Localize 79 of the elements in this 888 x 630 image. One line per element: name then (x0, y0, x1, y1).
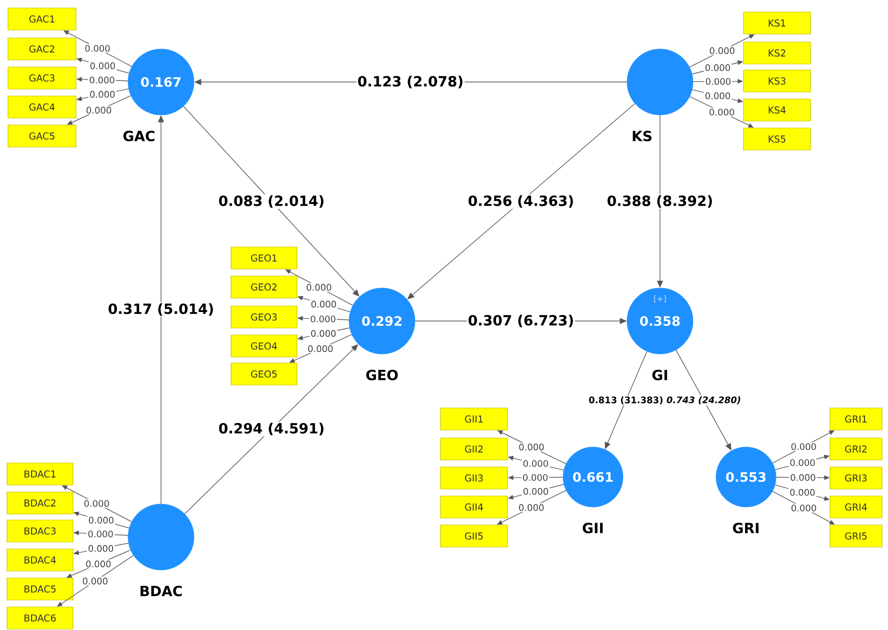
edge-label: 0.813 (31.383) (588, 395, 664, 406)
expand-marker: [+] (654, 295, 666, 303)
indicator-box: BDAC2 (6, 492, 74, 514)
edge-label: 0.000 (788, 488, 816, 497)
edge-label: 0.000 (708, 108, 736, 117)
indicator-box: GAC1 (8, 8, 76, 30)
indicator-box: GEO5 (230, 362, 298, 386)
indicator-box: BDAC4 (6, 548, 74, 572)
indicator-box: GRI1 (830, 408, 882, 430)
indicator-box: BDAC1 (6, 462, 74, 486)
indicator-box: GRI4 (830, 496, 882, 518)
edge-label: 0.388 (8.392) (606, 194, 714, 209)
edge-label: 0.000 (522, 459, 550, 468)
indicator-box: GII2 (440, 438, 508, 460)
indicator-box: GII3 (440, 466, 508, 490)
edge-label: 0.000 (518, 442, 546, 452)
edge-label: 0.000 (305, 282, 333, 292)
indicator-box: GII1 (440, 408, 508, 430)
edge-label: 0.317 (5.014) (106, 302, 216, 317)
edge-label: 0.294 (4.591) (217, 422, 326, 436)
edge-label: 0.000 (790, 504, 818, 512)
indicator-box: GRI5 (830, 524, 882, 548)
construct-label: GRI (732, 522, 758, 534)
edge-label: 0.000 (306, 344, 334, 354)
edge-label: 0.000 (82, 499, 111, 508)
indicator-box: GAC2 (8, 38, 76, 60)
indicator-box: GRI3 (830, 466, 882, 490)
edge-label: 0.000 (86, 544, 115, 553)
indicator-box: GII4 (440, 496, 508, 518)
indicator-box: GEO4 (230, 334, 298, 358)
indicator-box: GII5 (440, 524, 508, 548)
indicator-box: KS5 (743, 128, 811, 150)
construct-label: GII (582, 522, 603, 534)
construct-label: KS (632, 130, 652, 142)
edge-label: 0.083 (2.014) (217, 194, 326, 209)
edge-label: 0.123 (2.078) (356, 74, 465, 90)
indicator-box: GAC4 (8, 96, 76, 118)
edge-label: 0.000 (704, 91, 732, 100)
edge-label: 0.307 (6.723) (466, 314, 576, 328)
edge-label: 0.000 (521, 473, 550, 482)
edge-label: 0.000 (88, 90, 116, 99)
construct-label: GAC (123, 130, 154, 142)
indicator-box: GAC5 (8, 124, 76, 148)
edge-label: 0.000 (790, 442, 818, 451)
edge-label: 0.000 (704, 63, 732, 72)
indicator-box: BDAC5 (6, 578, 74, 600)
indicator-box: GEO2 (230, 276, 298, 298)
edge-label: 0.000 (84, 560, 112, 568)
construct-label: GI (652, 370, 668, 380)
edge-label: 0.000 (708, 46, 736, 56)
edge-label: 0.000 (88, 61, 117, 70)
indicator-box: KS3 (743, 70, 811, 92)
indicator-box: KS2 (743, 42, 811, 64)
edge-label: 0.000 (309, 314, 337, 324)
edge-label: 0.000 (84, 44, 112, 53)
edge-label: 0.000 (84, 106, 113, 115)
edge-label: 0.256 (4.363) (466, 194, 576, 209)
indicator-box: KS4 (743, 98, 811, 122)
indicator-box: GEO3 (230, 306, 298, 328)
indicator-box: KS1 (743, 12, 811, 34)
edge-label: 0.000 (704, 77, 732, 86)
edge-label: 0.000 (788, 458, 816, 468)
edge-label: 0.000 (81, 576, 110, 586)
edge-label: 0.000 (310, 300, 338, 309)
edge-label: 0.000 (522, 487, 550, 496)
indicator-box: BDAC3 (6, 520, 74, 542)
construct-label: GEO (366, 370, 398, 380)
edge-label: 0.000 (86, 530, 114, 538)
construct-label: BDAC (140, 586, 182, 596)
edge-label: 0.000 (789, 473, 817, 482)
indicator-box: BDAC6 (6, 606, 74, 630)
indicator-box: GEO1 (230, 246, 298, 270)
edge-label: 0.000 (88, 76, 116, 84)
edge-label: 0.743 (24.280) (665, 395, 742, 406)
edge-label: 0.000 (517, 503, 546, 512)
indicator-box: GRI2 (830, 438, 882, 460)
indicator-box: GAC3 (8, 66, 76, 90)
edge-label: 0.000 (310, 329, 338, 338)
edge-label: 0.000 (87, 516, 116, 525)
